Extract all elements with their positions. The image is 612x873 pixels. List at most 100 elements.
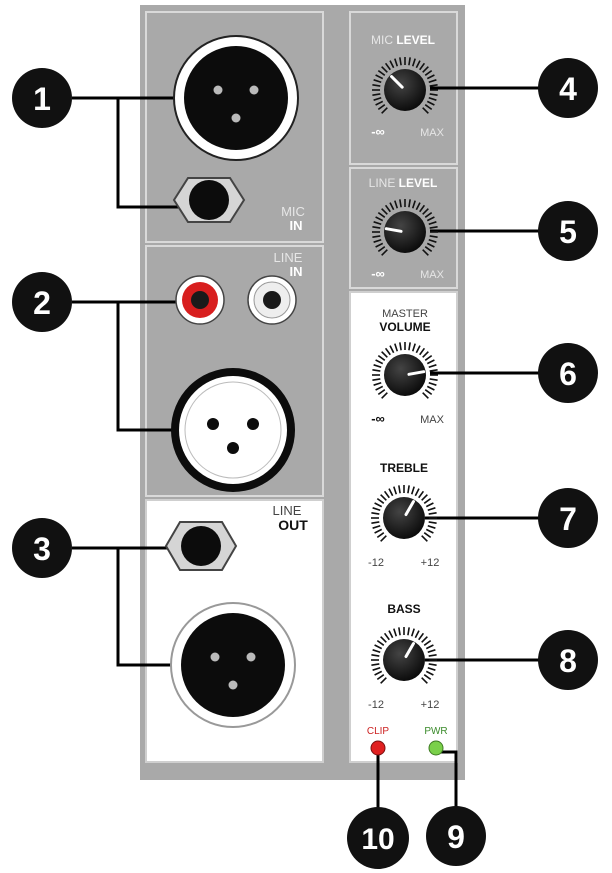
- knob-tick: [428, 364, 437, 369]
- mic-level-knob[interactable]: [372, 57, 438, 114]
- callout-9-number: 9: [447, 819, 465, 855]
- line-out-xlr[interactable]: [170, 602, 296, 728]
- knob-tick: [428, 663, 437, 666]
- knob-tick: [426, 242, 435, 248]
- callout-6-number: 6: [559, 356, 577, 392]
- knob-tick: [373, 79, 382, 84]
- knob-pointer: [390, 75, 404, 89]
- knob-tick: [410, 628, 415, 637]
- mic-level-title: MIC LEVEL: [371, 33, 435, 47]
- treble-knob[interactable]: [371, 485, 437, 542]
- clip-led-group: CLIP: [367, 726, 389, 756]
- line-level-knob[interactable]: [372, 199, 438, 256]
- knob-tick: [373, 96, 382, 101]
- knob-tick: [388, 630, 394, 639]
- mic-in-line1: MIC: [281, 204, 305, 219]
- knob-tick: [372, 666, 381, 671]
- knob-tick: [394, 343, 399, 352]
- knob-tick: [429, 369, 438, 372]
- callout-9: 9: [426, 806, 486, 866]
- knob-tick: [399, 57, 402, 66]
- knob-tick: [381, 249, 388, 256]
- knob-tick: [423, 532, 432, 539]
- knob-tick: [407, 627, 410, 636]
- clip-led: [370, 740, 386, 756]
- knob-tick: [376, 532, 385, 539]
- knob-tick: [425, 528, 434, 534]
- master-volume-knob[interactable]: [372, 342, 438, 399]
- callout-2-number: 2: [33, 285, 51, 321]
- callout-1: 1: [12, 68, 72, 128]
- knob-tick: [428, 512, 437, 515]
- knob-tick: [373, 238, 382, 243]
- knob-tick: [377, 69, 386, 76]
- knob-tick: [381, 66, 388, 73]
- mic-level-min: -∞: [371, 124, 385, 139]
- line-out-line1: LINE: [273, 503, 302, 518]
- callout-10: 10: [347, 807, 409, 869]
- master-max: MAX: [420, 414, 445, 426]
- knob-tick: [411, 58, 416, 67]
- knob-tick: [422, 107, 429, 114]
- bass-max: +12: [421, 699, 440, 711]
- knob-tick: [377, 354, 386, 361]
- knob-tick: [415, 345, 421, 354]
- knob-tick: [374, 670, 383, 676]
- callout-4-number: 4: [559, 71, 577, 107]
- master-line1: MASTER: [382, 308, 428, 320]
- knob-tick: [419, 62, 426, 71]
- knob-tick: [372, 93, 381, 96]
- knob-tick: [414, 488, 420, 497]
- knob-tick: [377, 211, 386, 218]
- mic-quarter-inch-jack[interactable]: [172, 177, 246, 223]
- knob-tick: [429, 84, 438, 87]
- knob-tick: [383, 632, 390, 641]
- line-in-xlr[interactable]: [171, 368, 295, 492]
- knob-tick: [421, 677, 428, 684]
- knob-tick: [372, 226, 381, 229]
- knob-tick: [428, 96, 437, 101]
- knob-tick: [421, 636, 428, 643]
- master-volume-labels: MASTER VOLUME -∞ MAX: [371, 308, 444, 426]
- knob-tick: [372, 649, 381, 654]
- mic-xlr-input[interactable]: [173, 35, 299, 161]
- knob-tick: [375, 242, 384, 248]
- line-level-title: LINE LEVEL: [369, 176, 438, 190]
- knob-tick: [426, 216, 435, 222]
- line-out-line2: OUT: [278, 517, 308, 533]
- knob-tick: [371, 521, 380, 524]
- knob-tick: [419, 347, 426, 356]
- knob-tick: [389, 60, 395, 69]
- knob-tick: [422, 249, 429, 256]
- mic-in-line2: IN: [290, 218, 303, 233]
- callout-7-number: 7: [559, 501, 577, 537]
- knob-tick: [389, 345, 395, 354]
- knob-tick: [374, 644, 383, 650]
- knob-tick: [424, 354, 433, 361]
- knob-tick: [374, 502, 383, 508]
- rca-white-input[interactable]: [247, 275, 297, 325]
- knob-tick: [423, 639, 432, 646]
- knob-tick: [381, 392, 388, 399]
- bass-knob[interactable]: [371, 627, 437, 684]
- knob-tick: [428, 654, 437, 657]
- mic-level-title-word: LEVEL: [396, 33, 435, 47]
- knob-pointer: [407, 370, 426, 376]
- knob-tick: [377, 389, 386, 396]
- line-out-quarter-inch-jack[interactable]: [164, 521, 238, 571]
- knob-tick: [407, 485, 410, 494]
- knob-body: [383, 497, 425, 539]
- knob-tick: [421, 535, 428, 542]
- knob-tick: [372, 378, 381, 381]
- callout-8-number: 8: [559, 643, 577, 679]
- callout-3: 3: [12, 518, 72, 578]
- knob-tick: [422, 351, 429, 358]
- knob-tick: [418, 490, 425, 499]
- line-level-title-word: LEVEL: [399, 176, 438, 190]
- rca-red-input[interactable]: [175, 275, 225, 325]
- knob-tick: [399, 199, 402, 208]
- knob-pointer: [404, 500, 415, 517]
- line-level-min: -∞: [371, 266, 385, 281]
- knob-body: [383, 639, 425, 681]
- mic-level-max: MAX: [420, 127, 445, 139]
